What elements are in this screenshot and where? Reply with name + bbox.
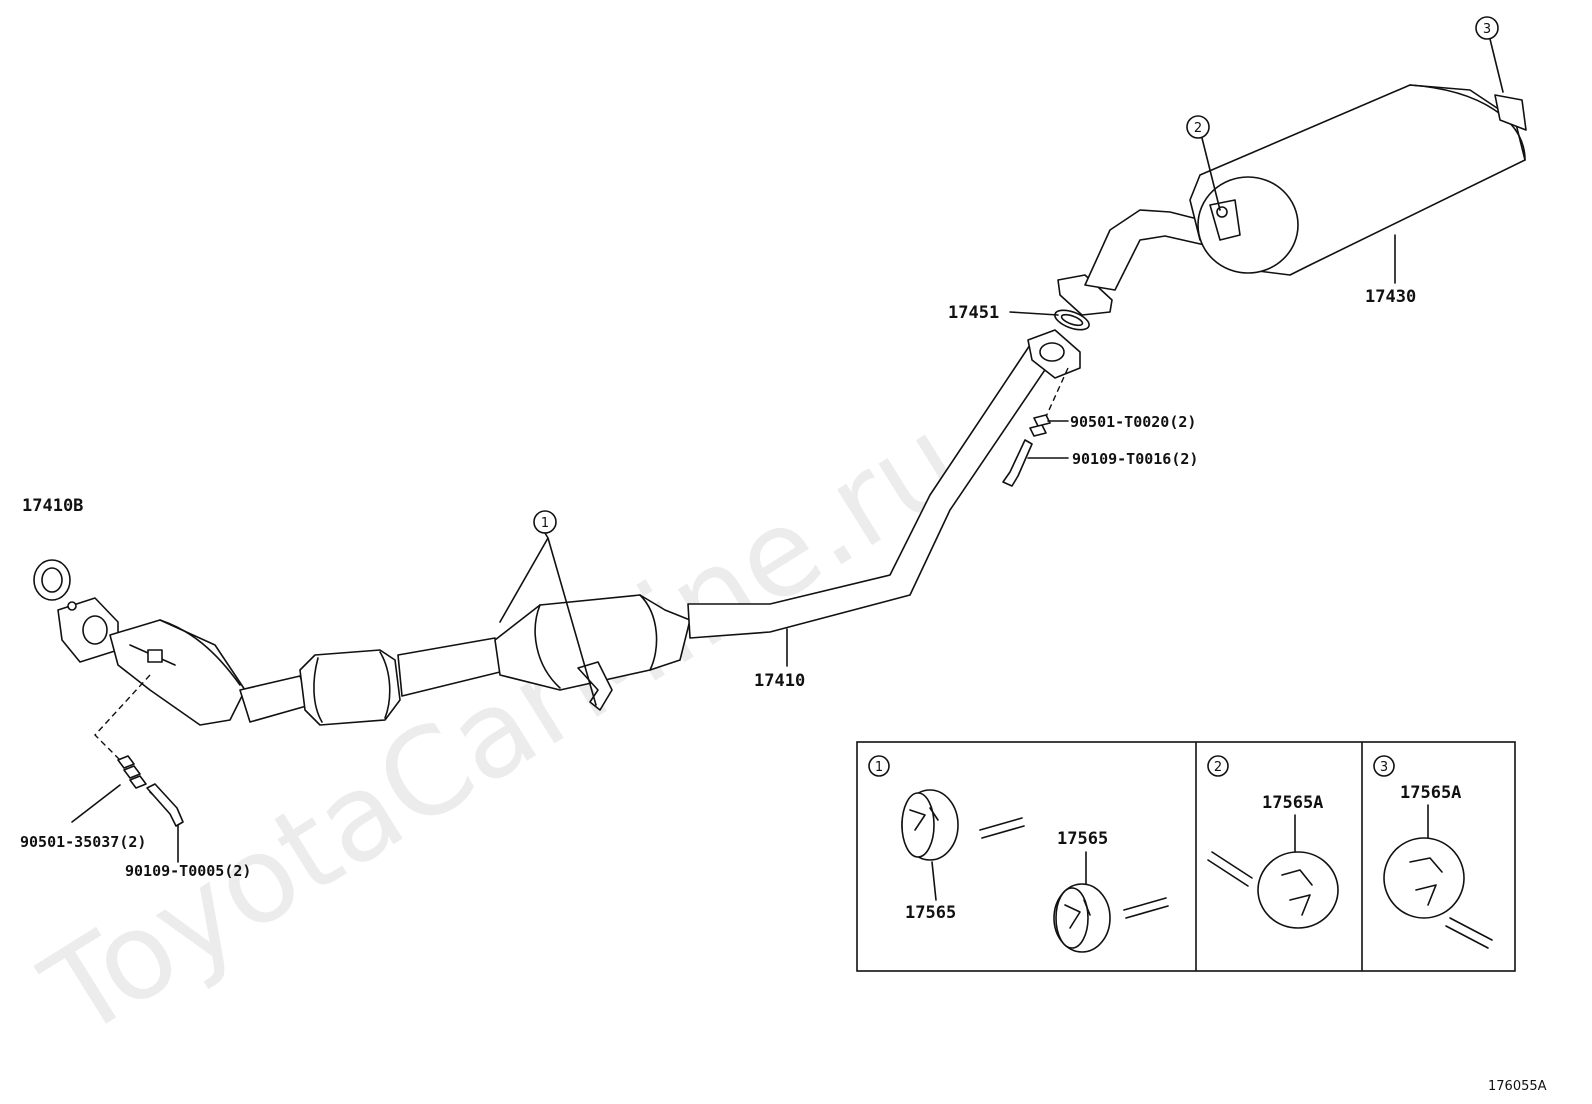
svg-text:3: 3 xyxy=(1483,22,1491,37)
spring-90501-t0020 xyxy=(1029,414,1051,437)
tailpipe-muffler-17430 xyxy=(1057,84,1527,316)
label-17451: 17451 xyxy=(948,303,999,323)
leader-17451 xyxy=(1009,311,1059,316)
inset-panel-3: 3 17565A xyxy=(1373,755,1493,949)
callout-2: 2 xyxy=(1186,115,1221,211)
leader-90501-35037 xyxy=(71,784,121,823)
label-17410: 17410 xyxy=(754,671,805,691)
watermark-text: ToyotaCarMine.ru xyxy=(21,391,985,1065)
label-90501-t0020: 90501-T0020(2) xyxy=(1070,413,1196,431)
muffler-rear-hanger xyxy=(1494,94,1527,131)
inset-label-17565a-panel3: 17565A xyxy=(1400,783,1461,803)
bolt-90109-t0005 xyxy=(146,783,184,827)
callout-3: 3 xyxy=(1475,16,1504,93)
front-bolt-guide xyxy=(94,674,151,761)
label-90109-t0005: 90109-T0005(2) xyxy=(125,862,251,880)
front-converter-body xyxy=(109,619,246,726)
muffler-inlet-flange xyxy=(1057,274,1113,316)
svg-text:3: 3 xyxy=(1380,760,1388,775)
center-pipe-17410 xyxy=(299,329,1081,726)
front-catalytic-converter xyxy=(33,559,311,726)
inset-panel-1: 1 17565 17565 xyxy=(868,755,1169,953)
label-90501-35037: 90501-35037(2) xyxy=(20,833,146,851)
spring-90501-35037 xyxy=(117,755,147,789)
inset-label-17565-a: 17565 xyxy=(905,903,956,923)
bolt-90109-t0016 xyxy=(1002,439,1033,487)
svg-text:2: 2 xyxy=(1214,760,1222,775)
figure-code: 176055A xyxy=(1488,1079,1547,1094)
inset-label-17565-b: 17565 xyxy=(1057,829,1108,849)
muffler-end-cap xyxy=(1197,176,1299,274)
svg-text:1: 1 xyxy=(875,760,883,775)
inset-panel-2: 2 17565A xyxy=(1207,755,1339,929)
gasket-17410b-inner xyxy=(41,567,63,593)
svg-text:1: 1 xyxy=(541,516,549,531)
label-17430: 17430 xyxy=(1365,287,1416,307)
label-90109-t0016: 90109-T0016(2) xyxy=(1072,450,1198,468)
label-17410b: 17410B xyxy=(22,496,83,516)
center-resonator xyxy=(299,649,401,726)
hanger-inset-box: 1 17565 17565 2 17565A xyxy=(856,741,1516,972)
svg-text:2: 2 xyxy=(1194,121,1202,136)
hanger-17565a-panel3 xyxy=(1383,837,1465,919)
inset-label-17565a-panel2: 17565A xyxy=(1262,793,1323,813)
hanger-17565a-panel2 xyxy=(1257,851,1339,929)
callout-1: 1 xyxy=(499,510,597,706)
